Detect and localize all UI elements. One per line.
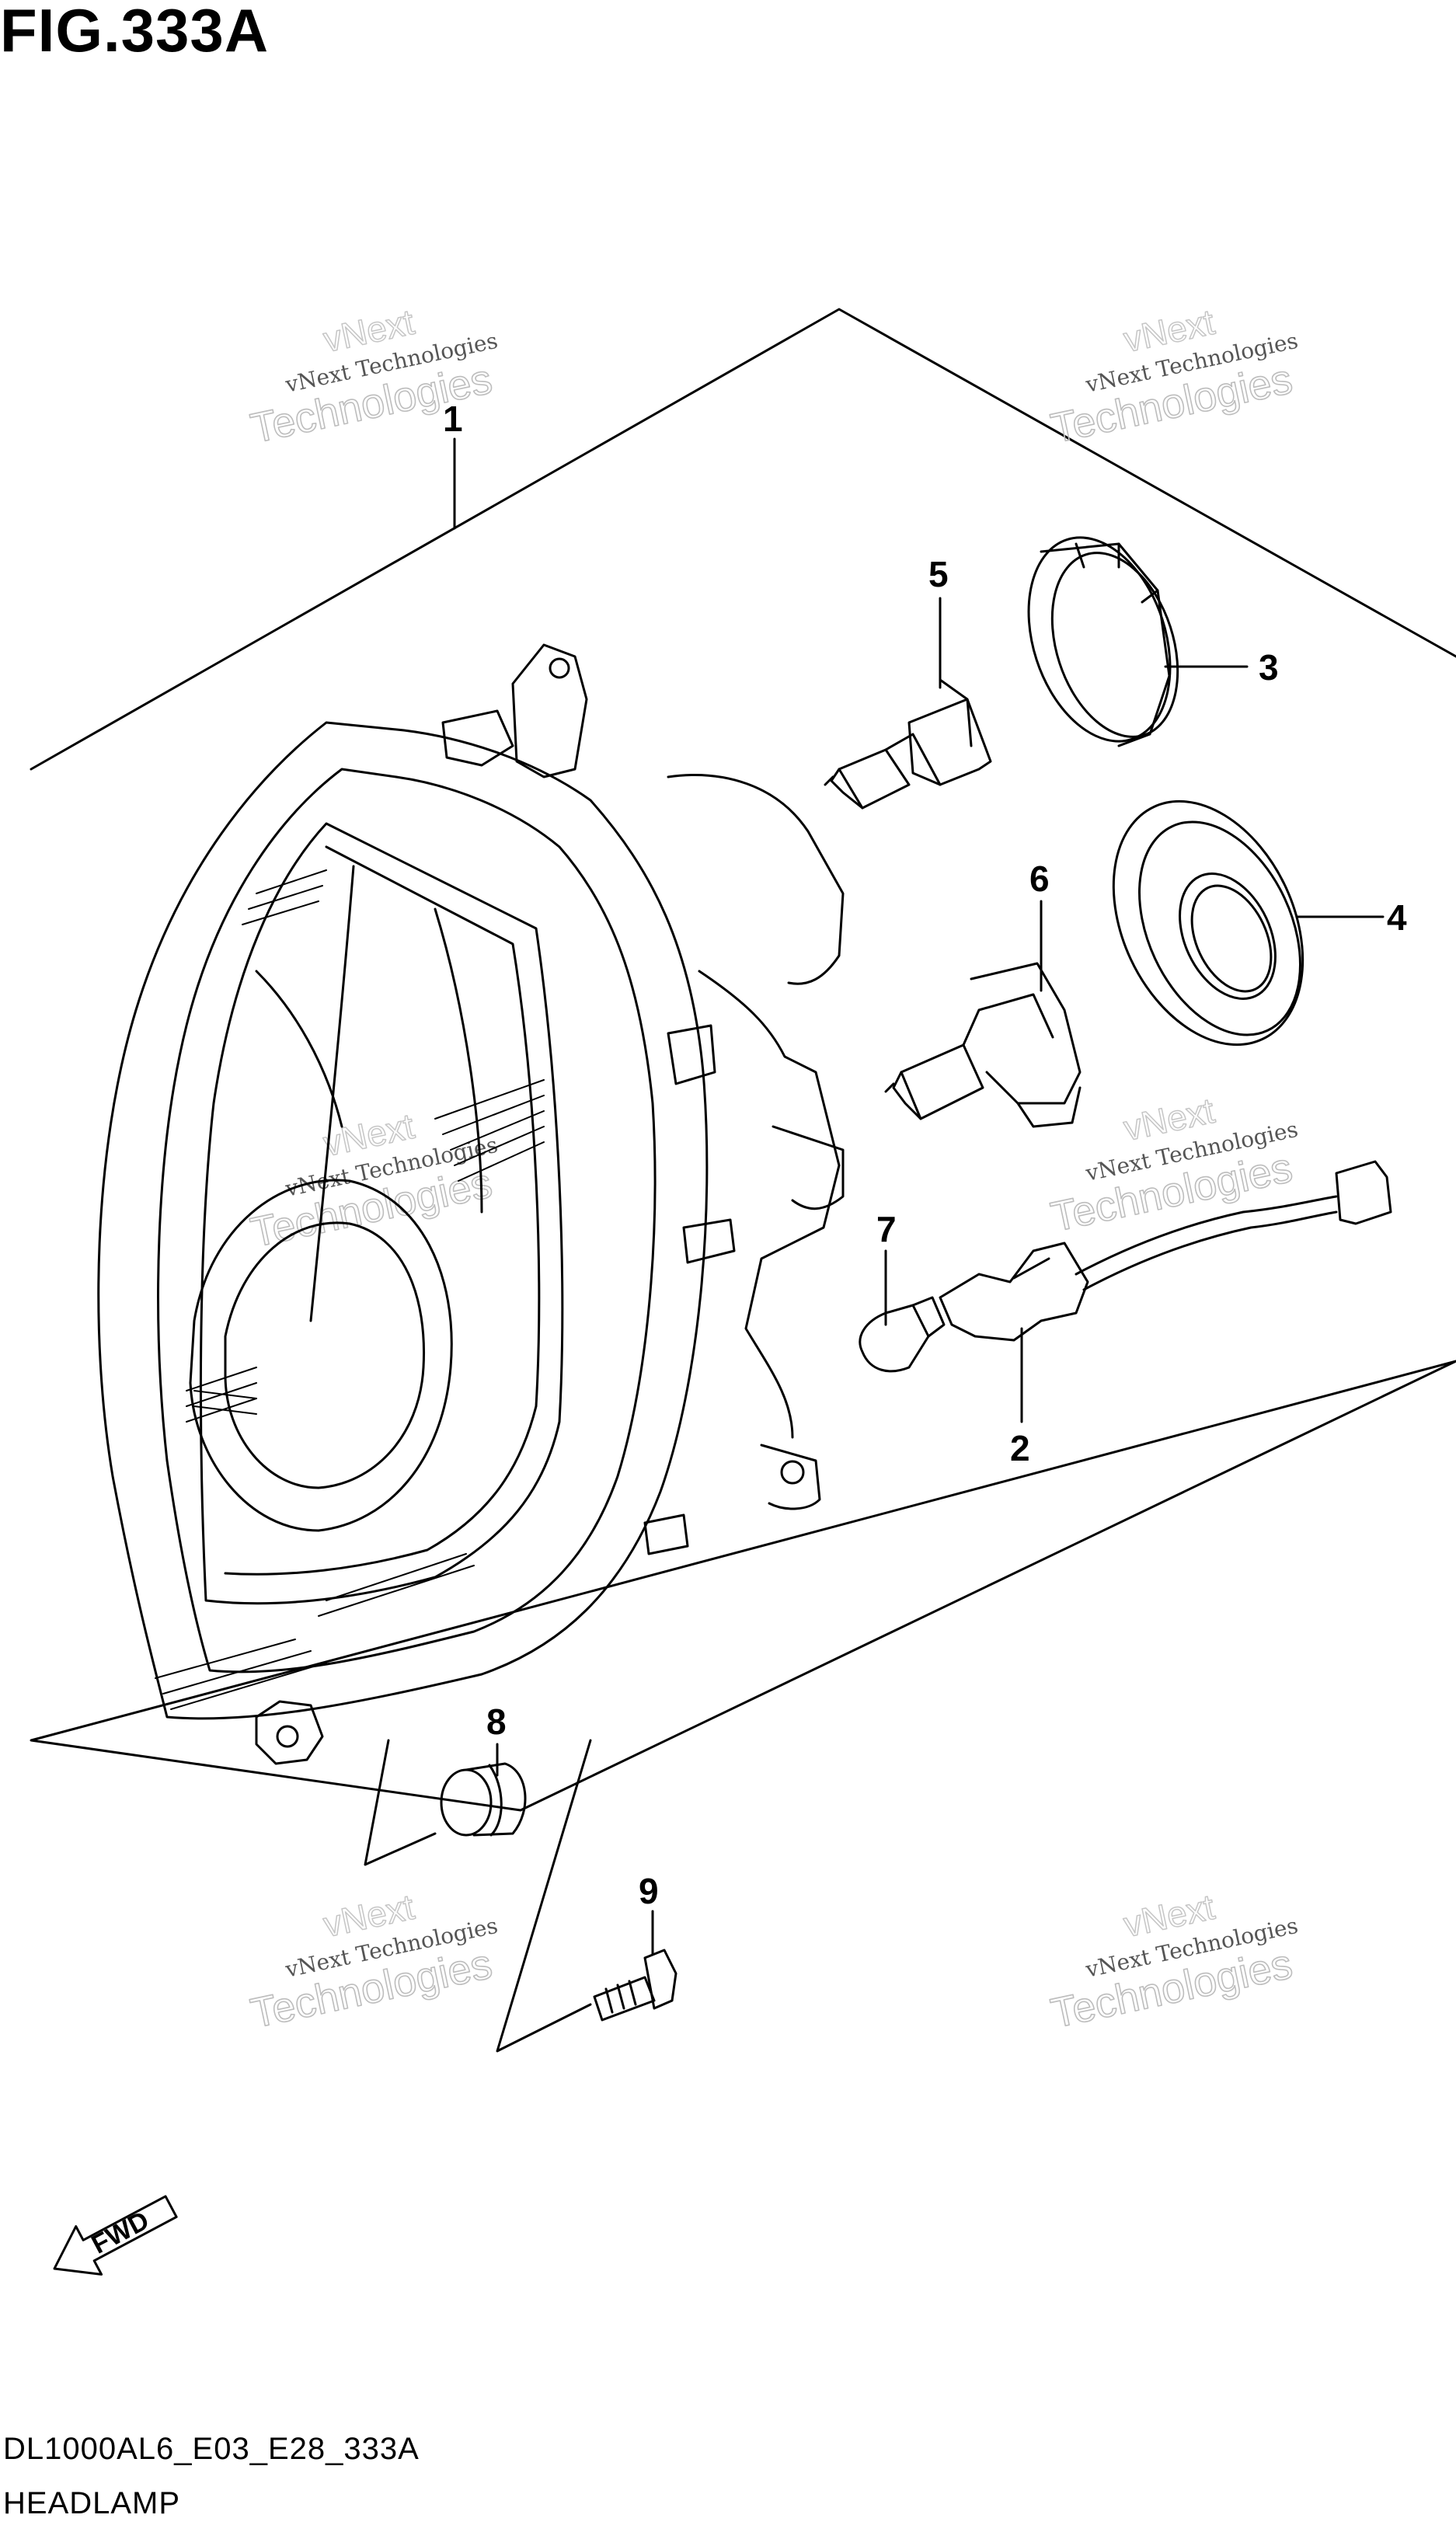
position-bulb [859, 1296, 946, 1373]
fwd-arrow: FWD [53, 2195, 178, 2276]
watermark-group: vNext Technologies vNext Technologies vN… [246, 301, 1301, 2038]
high-beam-bulb [824, 678, 992, 810]
callout-3: 3 [1259, 647, 1279, 688]
figure-title: FIG.333A [0, 0, 270, 64]
fwd-label: FWD [87, 2206, 154, 2260]
assembly-frame [30, 308, 1456, 1812]
callout-numbers: 1 2 3 4 5 6 7 8 9 [443, 399, 1407, 1911]
low-beam-bulb [884, 962, 1082, 1128]
callout-5: 5 [928, 554, 949, 594]
figure-code: DL1000AL6_E03_E28_333A [3, 2432, 420, 2466]
headlamp-housing [97, 643, 845, 1765]
callout-8: 8 [486, 1701, 507, 1742]
callout-7: 7 [876, 1209, 897, 1249]
bulb-socket-ring [1027, 536, 1179, 747]
callout-2: 2 [1010, 1428, 1030, 1468]
socket-harness [939, 1160, 1392, 1342]
callout-4: 4 [1387, 897, 1407, 938]
rubber-cover [1112, 799, 1304, 1047]
callout-9: 9 [639, 1871, 659, 1911]
leader-lines [364, 437, 1385, 2053]
callout-6: 6 [1029, 859, 1050, 899]
grommet [440, 1762, 527, 1837]
callout-1: 1 [443, 399, 463, 439]
figure-name: HEADLAMP [3, 2486, 181, 2520]
screw [593, 1949, 677, 2022]
